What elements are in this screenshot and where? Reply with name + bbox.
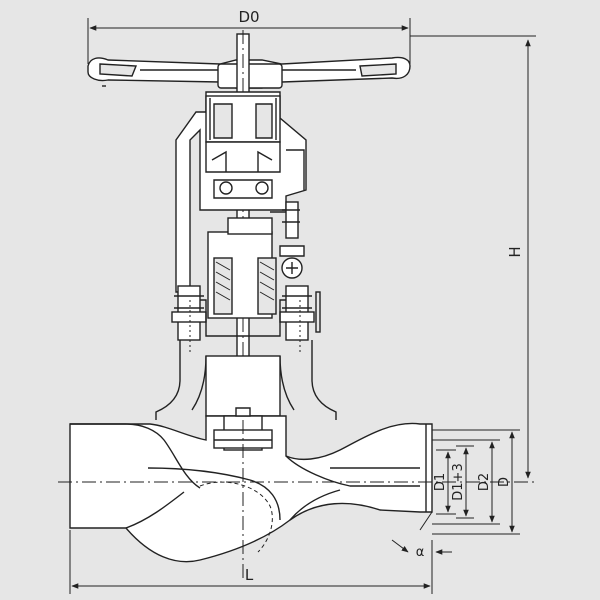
label-alpha: α <box>416 545 425 560</box>
gland-lever <box>279 201 305 279</box>
label-d: D <box>497 477 512 487</box>
body-neck <box>155 340 337 420</box>
label-d1: D1 <box>433 473 448 491</box>
label-l: L <box>245 566 254 584</box>
yoke <box>175 91 307 293</box>
bonnet-flange <box>171 285 321 352</box>
gland-packing <box>207 211 291 319</box>
label-d2: D2 <box>477 473 492 491</box>
center-lines <box>58 420 536 582</box>
dimension-lines <box>69 18 536 594</box>
label-h: H <box>506 246 524 257</box>
label-d0: D0 <box>238 8 259 26</box>
label-d1-plus-3: D1+3 <box>451 463 466 500</box>
